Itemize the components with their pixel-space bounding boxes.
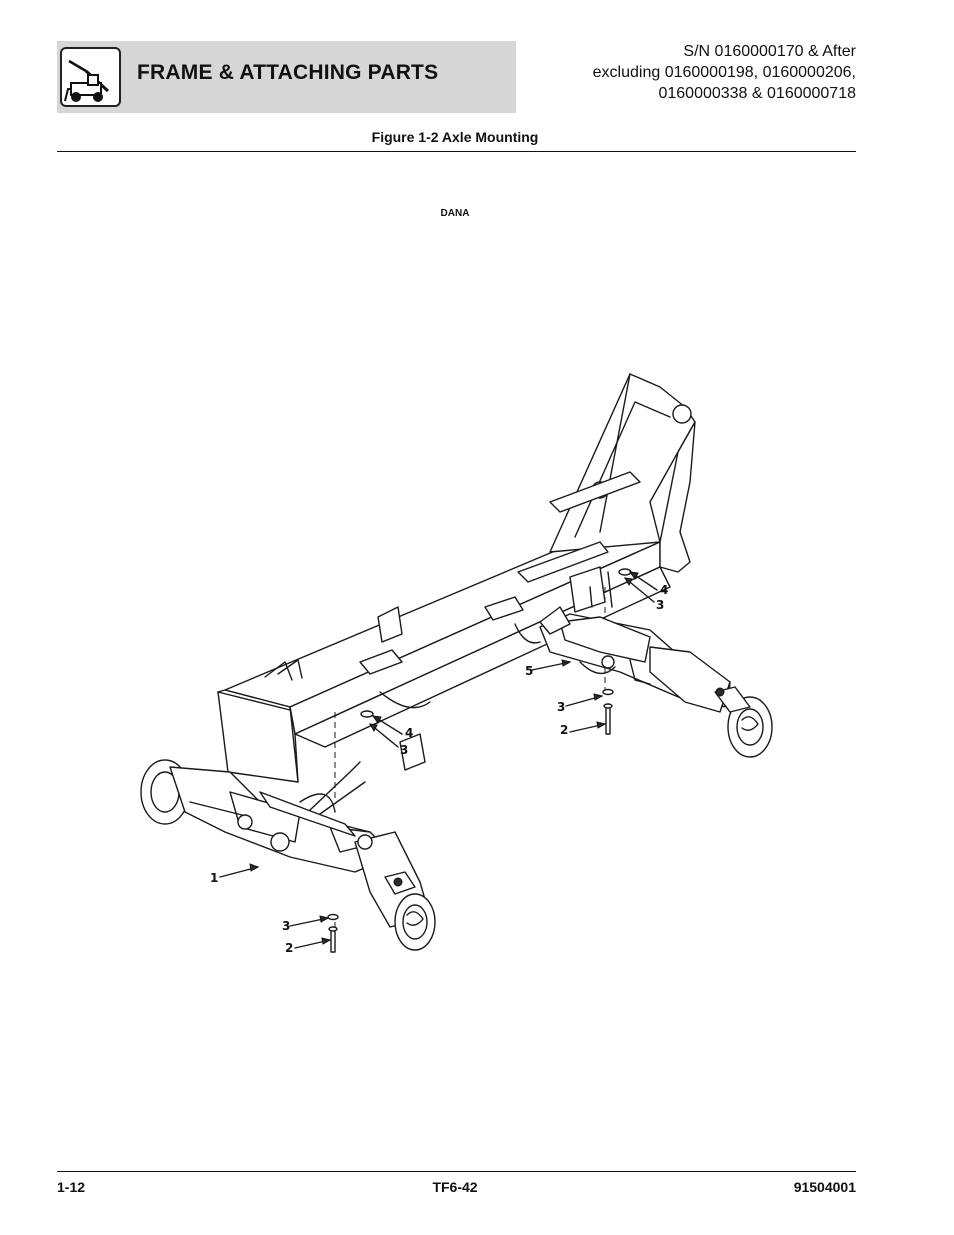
- serial-line: excluding 0160000198, 0160000206,: [592, 64, 856, 81]
- callout-label: 4: [405, 726, 413, 740]
- serial-line: 0160000338 & 0160000718: [658, 85, 856, 102]
- page-number: 1-12: [57, 1179, 86, 1195]
- variant-label: DANA: [440, 208, 470, 219]
- front-axle: [140, 759, 436, 951]
- exploded-view-drawing: 1 2 3 2 3 4 3 4: [140, 373, 773, 955]
- callout-label: 1: [210, 871, 218, 885]
- callout-label: 2: [560, 723, 568, 737]
- front-hardware: [327, 913, 339, 953]
- serial-applicability: S/N 0160000170 & After excluding 0160000…: [593, 41, 856, 104]
- serial-line: S/N 0160000170 & After: [683, 43, 856, 60]
- frame: [217, 373, 696, 783]
- footer-divider: [57, 1171, 856, 1172]
- manual-number: 91504001: [793, 1179, 856, 1195]
- telehandler-icon: [60, 47, 121, 107]
- callout-label: 3: [400, 743, 408, 757]
- header-divider: [57, 151, 856, 152]
- model-number: TF6-42: [432, 1179, 478, 1195]
- header-banner: [57, 41, 516, 113]
- callout-label: 3: [557, 700, 565, 714]
- rear-axle: [539, 606, 773, 758]
- callouts: 1 2 3 2 3 4 3 4: [210, 571, 668, 955]
- callout-label: 3: [656, 598, 664, 612]
- figure-title: Figure 1-2 Axle Mounting: [371, 129, 539, 145]
- callout-label: 2: [285, 941, 293, 955]
- callout-label: 3: [282, 919, 290, 933]
- section-title: FRAME & ATTACHING PARTS: [137, 61, 439, 84]
- axle-mounting-illustration: 1 2 3 2 3 4 3 4: [130, 362, 790, 972]
- callout-label: 5: [525, 664, 533, 678]
- callout-label: 4: [660, 583, 668, 597]
